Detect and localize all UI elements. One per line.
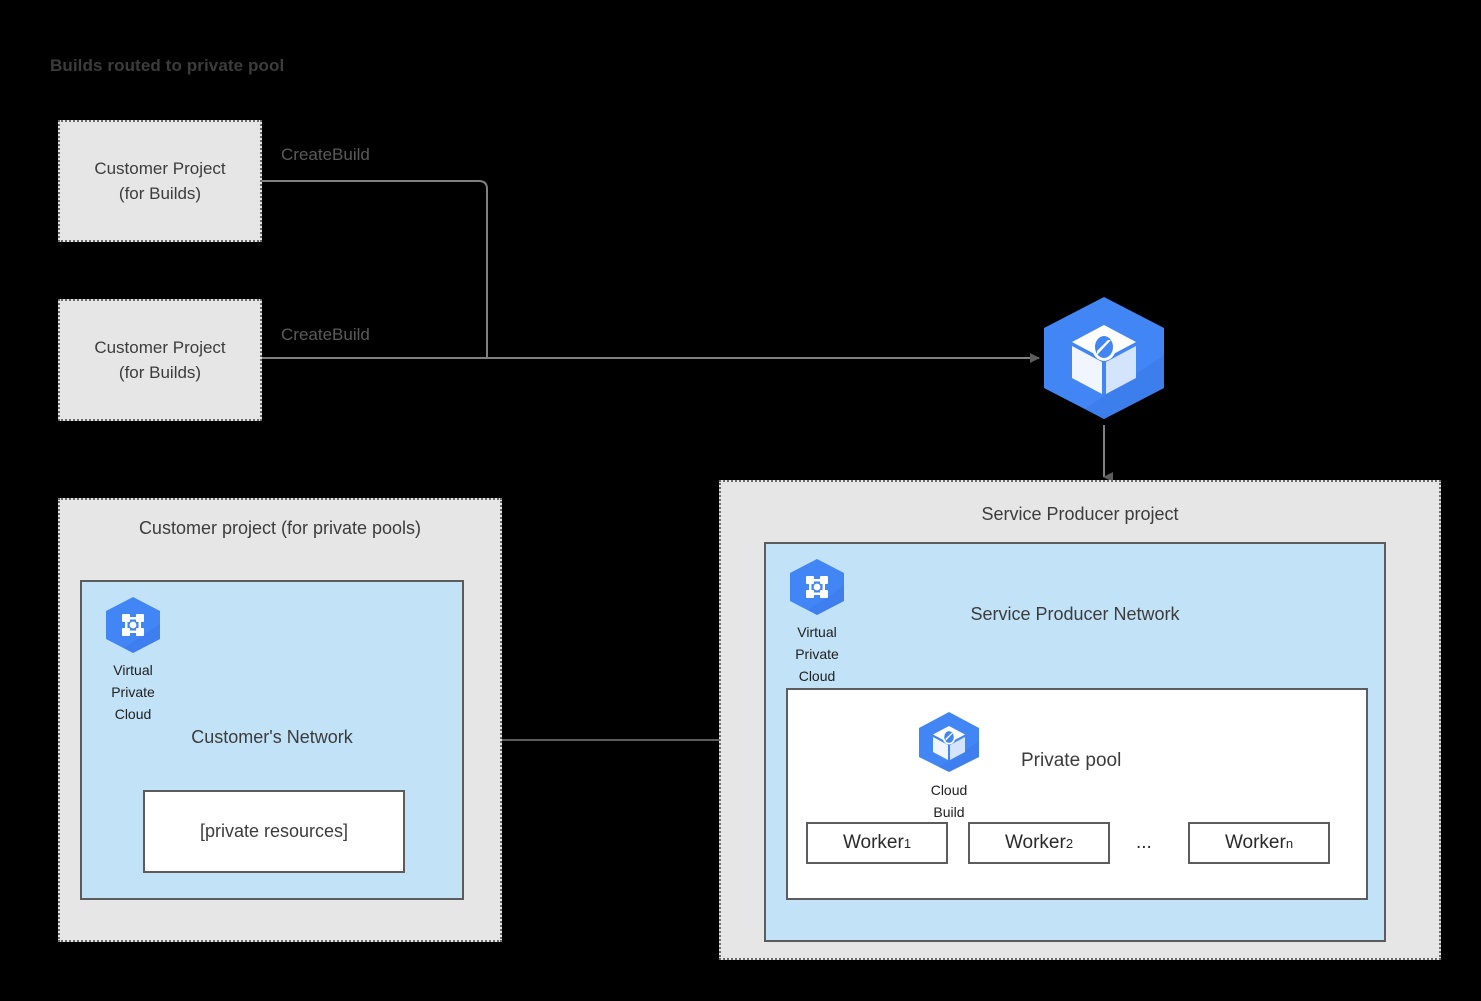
worker-n-label: Worker	[1224, 832, 1286, 853]
vpc-caption-line-1: Virtual	[797, 624, 837, 640]
worker-1-label: Worker	[842, 832, 904, 853]
virtual-private-cloud-icon-block: Virtual Private Cloud	[782, 558, 852, 687]
customer-private-pool-project-panel: Customer project (for private pools)	[58, 498, 502, 942]
service-producer-project-panel: Service Producer project	[719, 480, 1441, 960]
createbuild-label-1: CreateBuild	[281, 145, 370, 164]
vpc-caption-line-2: Private	[111, 684, 155, 700]
vpc-caption-line-1: Virtual	[113, 662, 153, 678]
vpc-caption-line-2: Private	[795, 646, 839, 662]
worker-1-subscript: 1	[903, 835, 912, 851]
cloud-build-caption-line-1: Cloud	[930, 782, 968, 798]
createbuild-label-2: CreateBuild	[281, 325, 370, 344]
service-producer-network-box: Virtual Private Cloud Service Producer N…	[764, 542, 1386, 942]
worker-n-subscript: n	[1285, 835, 1294, 851]
worker-ellipsis: ...	[1136, 832, 1152, 853]
customer-build-project-2[interactable]: Customer Project (for Builds)	[58, 299, 262, 421]
virtual-private-cloud-icon-block: Virtual Private Cloud	[98, 596, 168, 725]
worker-2-subscript: 2	[1065, 835, 1074, 851]
private-pool-title: Private pool	[1021, 750, 1122, 771]
cloud-build-icon-block: Cloud Build	[914, 711, 984, 822]
page-title: Builds routed to private pool	[50, 56, 285, 75]
cloud-build-hexagon-icon[interactable]	[1040, 295, 1168, 421]
customer-build-project-1-line2: (for Builds)	[118, 184, 202, 203]
customer-private-pool-project-title: Customer project (for private pools)	[138, 518, 422, 538]
private-resources-box[interactable]: [private resources]	[143, 790, 405, 873]
customer-build-project-2-line1: Customer Project	[94, 338, 226, 357]
cloud-build-hexagon-icon	[919, 712, 979, 772]
customers-network-box: Virtual Private Cloud Customer's Network…	[80, 580, 464, 900]
vpc-caption-line-3: Cloud	[798, 668, 836, 684]
customers-network-title: Customer's Network	[191, 727, 353, 747]
cloud-build-caption-line-2: Build	[933, 804, 965, 820]
virtual-private-cloud-hexagon-icon	[106, 597, 160, 653]
worker-2-label: Worker	[1004, 832, 1066, 853]
service-producer-project-title: Service Producer project	[981, 504, 1179, 524]
customer-build-project-1-line1: Customer Project	[94, 159, 226, 178]
customer-build-project-1[interactable]: Customer Project (for Builds)	[58, 120, 262, 242]
virtual-private-cloud-hexagon-icon	[790, 559, 844, 615]
service-producer-network-title: Service Producer Network	[970, 604, 1180, 624]
customer-build-project-2-line2: (for Builds)	[118, 363, 202, 382]
vpc-caption-line-3: Cloud	[114, 706, 152, 722]
